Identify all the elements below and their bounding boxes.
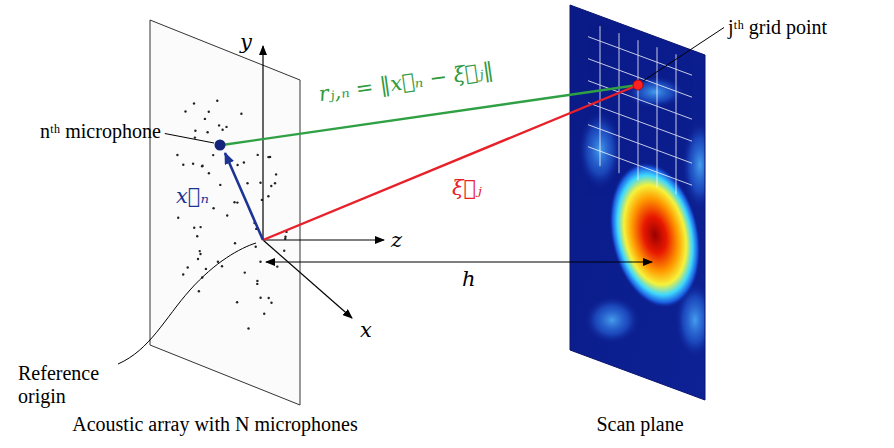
microphone-dot: [236, 201, 238, 203]
caption-text: Scan plane: [596, 413, 683, 436]
microphone-dot: [244, 271, 246, 273]
microphone-dot: [215, 140, 226, 151]
microphone-dot: [263, 313, 265, 315]
microphone-dot: [268, 297, 270, 299]
microphone-dot: [199, 226, 201, 228]
callout-text: Reference origin: [18, 362, 118, 408]
microphone-dot: [221, 265, 223, 267]
microphone-dot: [196, 235, 198, 237]
microphone-dot: [177, 217, 179, 219]
microphone-dot: [176, 154, 178, 156]
microphone-dot: [198, 290, 200, 292]
microphone-dot: [234, 242, 236, 244]
axis-label: x: [360, 318, 372, 342]
microphone-leader: [165, 134, 214, 144]
microphone-dot: [259, 297, 261, 299]
distance-line: [222, 85, 638, 145]
vector-label: ξ⃗ⱼ: [452, 176, 482, 200]
microphone-dot: [247, 327, 249, 329]
microphone-dot: [225, 126, 227, 128]
vector-label: x⃗ₙ: [176, 184, 209, 208]
microphone-dot: [205, 268, 207, 270]
microphone-dot: [226, 214, 228, 216]
microphone-dot: [204, 118, 206, 120]
microphone-dot: [267, 195, 269, 197]
microphone-dot: [236, 164, 238, 166]
microphone-dot: [267, 156, 269, 158]
microphone-dot: [212, 154, 214, 156]
microphone-dot: [187, 266, 189, 268]
distance-label: h: [462, 267, 476, 291]
axis-label: z: [391, 228, 402, 252]
microphone-vector: [225, 153, 263, 240]
origin-leader: [118, 243, 256, 364]
microphone-dot: [201, 165, 203, 167]
microphone-dot: [236, 301, 238, 303]
microphone-dot: [182, 273, 184, 275]
caption-text: Acoustic array with N microphones: [72, 413, 357, 436]
microphone-dot: [270, 185, 272, 187]
microphone-dot: [217, 261, 219, 263]
microphone-dot: [208, 111, 210, 113]
microphone-dot: [259, 261, 261, 263]
microphone-dot: [219, 184, 221, 186]
microphone-dot: [243, 161, 245, 163]
scan-plane-outline: [570, 5, 705, 400]
microphone-dot: [218, 124, 220, 126]
microphone-dot: [216, 100, 218, 102]
microphone-dot: [275, 173, 277, 175]
scan-plane-map: [560, 0, 720, 410]
microphone-dot: [270, 302, 272, 304]
z-axis: [263, 239, 384, 240]
microphone-dot: [182, 164, 184, 166]
microphone-dot: [193, 227, 195, 229]
axis-label: y: [240, 30, 252, 54]
microphone-dot: [233, 201, 235, 203]
microphone-dot: [194, 136, 196, 138]
grid-point-dot: [633, 80, 643, 90]
microphone-dot: [212, 207, 214, 209]
microphone-dot: [197, 258, 199, 260]
microphone-dot: [221, 129, 223, 131]
microphone-dot: [256, 283, 258, 285]
microphone-dot: [256, 280, 258, 282]
distance-formula: rⱼ,ₙ = ‖x⃗ₙ − ξ⃗ⱼ‖: [317, 58, 495, 106]
microphone-dot: [255, 246, 257, 248]
microphone-dot: [257, 154, 259, 156]
microphone-dot: [199, 253, 201, 255]
array-plane: [150, 20, 300, 405]
microphone-dot: [206, 131, 208, 133]
distance-arrow: [266, 261, 652, 262]
grid-point-vector: [263, 85, 638, 240]
microphone-dot: [208, 172, 210, 174]
microphone-dot: [274, 182, 276, 184]
x-axis: [263, 240, 352, 318]
microphone-dots: [176, 100, 287, 330]
microphone-dot: [240, 113, 242, 115]
microphone-dot: [193, 102, 195, 104]
microphone-dot: [246, 182, 248, 184]
microphone-dot: [276, 265, 278, 267]
microphone-dot: [192, 163, 194, 165]
microphone-dot: [259, 182, 261, 184]
y-axis: [262, 46, 263, 240]
microphone-dot: [199, 250, 201, 252]
microphone-dot: [201, 165, 203, 167]
microphone-dot: [184, 110, 186, 112]
microphone-dot: [194, 130, 196, 132]
grid-point-leader: [643, 28, 724, 82]
microphone-dot: [283, 250, 285, 252]
callout-text: nᵗʰ microphone: [40, 120, 161, 143]
callout-text: jᵗʰ grid point: [728, 16, 827, 39]
